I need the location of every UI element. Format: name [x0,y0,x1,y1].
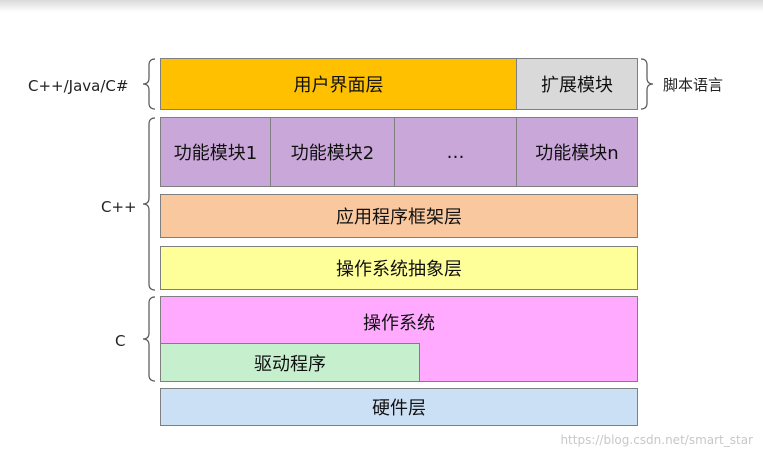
function-module-n-box: 功能模块n [516,117,638,187]
label-top-languages: C++/Java/C# [28,77,129,95]
label-script-language: 脚本语言 [663,76,724,94]
extension-module-box: 扩展模块 [516,58,638,110]
function-module-1-box: 功能模块1 [160,117,271,187]
brace-top-left [142,58,156,110]
os-abstraction-layer-box: 操作系统抽象层 [160,246,638,290]
label-bottom-language: C [115,332,126,350]
ui-layer-box: 用户界面层 [160,58,517,110]
function-module-2-box: 功能模块2 [270,117,395,187]
watermark-text: https://blog.csdn.net/smart_star [560,433,753,447]
brace-bottom-left [142,296,156,382]
function-module-ellipsis-box: … [394,117,517,187]
top-gradient-bar [0,0,763,12]
operating-system-label: 操作系统 [363,313,435,334]
hardware-layer-box: 硬件层 [160,388,638,426]
driver-box: 驱动程序 [160,343,420,382]
brace-top-right [640,58,654,110]
app-framework-layer-box: 应用程序框架层 [160,194,638,238]
brace-middle-left [142,117,156,291]
label-middle-language: C++ [101,198,137,216]
